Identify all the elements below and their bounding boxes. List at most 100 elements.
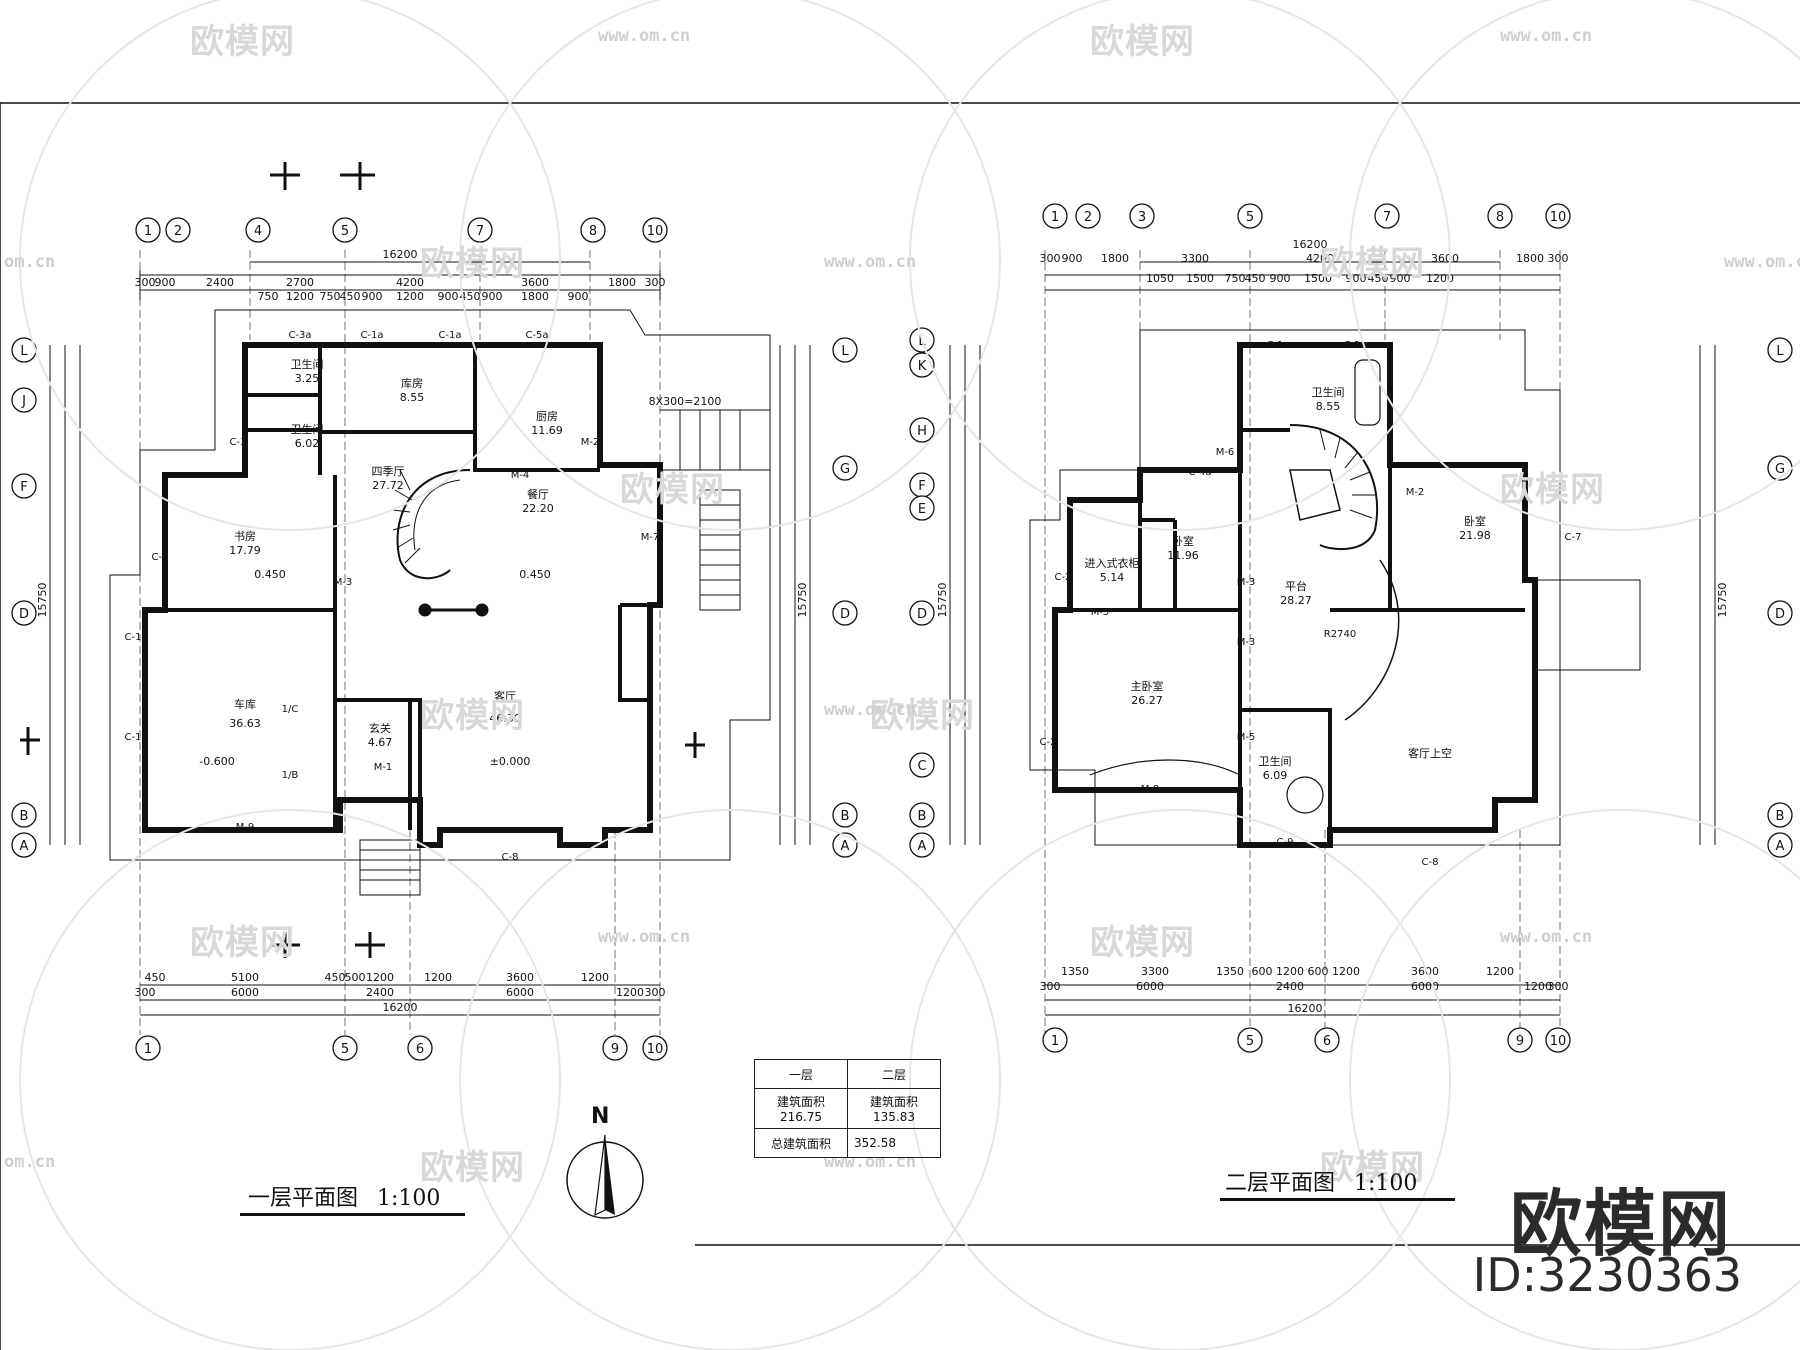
opening-label: C-1a xyxy=(1343,340,1366,351)
dim-text: 1200 xyxy=(1276,965,1304,978)
grid-label: D xyxy=(19,607,29,622)
opening-label: M-4 xyxy=(511,470,530,481)
dim-text: 15750 xyxy=(796,583,809,618)
exterior-wall-2 xyxy=(1052,342,1538,848)
opening-label: C-1a xyxy=(438,330,461,341)
dim-text: 1200 xyxy=(616,986,644,999)
grid-label: 6 xyxy=(416,1042,424,1057)
opening-label: M-3 xyxy=(1237,637,1256,648)
dim-text: 300 xyxy=(135,276,156,289)
dim-top-2 xyxy=(1045,261,1560,291)
dim-text: 16200 xyxy=(383,1001,418,1014)
dim-text: 2400 xyxy=(1276,980,1304,993)
room-name: 车库 xyxy=(234,697,256,711)
dim-text: 450 xyxy=(460,290,481,303)
dim-right-2 xyxy=(1699,345,1716,845)
dim-text: 750 xyxy=(1225,272,1246,285)
room-texts: 卫生间 3.25 卫生间 6.02 库房 8.55 厨房 11.69 四季厅 2… xyxy=(199,357,1490,782)
interior-wall xyxy=(165,345,650,830)
arc-platform xyxy=(1344,559,1400,721)
dim-text: 1200 xyxy=(581,971,609,984)
dim-text: 1200 xyxy=(1524,980,1552,993)
room-area: 8.55 xyxy=(1316,400,1341,413)
dim-text: 450 xyxy=(145,971,166,984)
second-floor-plan xyxy=(949,250,1716,1035)
grid-label: 1 xyxy=(1051,210,1059,225)
opening-label: C-5a xyxy=(525,330,548,341)
watermark-url: om.cn xyxy=(4,252,56,272)
room-name: 厨房 xyxy=(536,410,558,423)
watermark-url: www.om.cn xyxy=(598,927,691,947)
watermark-logo: 欧模网 xyxy=(870,696,975,736)
area-table-header: 二层 xyxy=(847,1059,941,1089)
dim-text: 900 xyxy=(1270,272,1291,285)
dim-text: 500 xyxy=(345,971,366,984)
watermark-pattern xyxy=(19,0,1800,1350)
plan-title-text: 一层平面图 xyxy=(248,1186,359,1211)
dim-text: 300 xyxy=(1548,980,1569,993)
room-name: 进入式衣柜 xyxy=(1085,556,1140,570)
dim-text: 3600 xyxy=(521,276,549,289)
dim-text: 16200 xyxy=(1293,238,1328,251)
grid-label: 5 xyxy=(341,1042,349,1057)
dim-text: 1050 xyxy=(1146,272,1174,285)
dim-text: 1800 xyxy=(608,276,636,289)
dim-text: 1500 xyxy=(1304,272,1332,285)
dim-right xyxy=(779,345,811,845)
dim-text: 2400 xyxy=(206,276,234,289)
dim-text: 6000 xyxy=(231,986,259,999)
roof-outline xyxy=(109,309,771,861)
opening-label: M-3 xyxy=(334,577,353,588)
opening-label: M-8 xyxy=(1141,784,1160,795)
grid-label: 7 xyxy=(1383,210,1391,225)
grid-label: C xyxy=(917,759,926,774)
level-mark: -0.600 xyxy=(199,755,234,768)
spiral-stair-2 xyxy=(1289,424,1379,551)
dim-text: 900 xyxy=(438,290,459,303)
opening-label: M-3 xyxy=(1237,577,1256,588)
grid-label: 10 xyxy=(1550,1034,1567,1049)
grid-label: 6 xyxy=(1323,1034,1331,1049)
watermark-brand: 欧模网 xyxy=(1509,1182,1732,1266)
dim-left xyxy=(49,345,81,845)
plan-title-first-floor: 一层平面图 1:100 xyxy=(248,1180,440,1212)
opening-label: C-4a xyxy=(1188,467,1211,478)
grid-label: 3 xyxy=(1138,210,1146,225)
dim-text: 1200 xyxy=(424,971,452,984)
opening-label: C-1 xyxy=(125,732,142,743)
grid-label: 9 xyxy=(611,1042,619,1057)
grid-label: 5 xyxy=(341,224,349,239)
room-area: 11.69 xyxy=(531,424,563,437)
dim-text: 450 xyxy=(1245,272,1266,285)
interior-wall-2 xyxy=(1070,428,1525,845)
exterior-wall xyxy=(142,342,663,848)
watermark-logo: 欧模网 xyxy=(1090,22,1195,62)
dim-text: 600 xyxy=(1252,965,1273,978)
dim-text: 450 xyxy=(325,971,346,984)
dim-text: 1800 xyxy=(1101,252,1129,265)
grid-bubbles xyxy=(11,203,1793,1061)
grid-label: D xyxy=(917,607,927,622)
room-name: 库房 xyxy=(401,377,423,390)
level-mark: 0.450 xyxy=(519,568,551,581)
dim-text: 1800 xyxy=(1516,252,1544,265)
area-table-cell: 建筑面积 135.83 xyxy=(847,1088,941,1129)
watermark-url: www.om.cn xyxy=(1500,927,1593,947)
dim-text: 750 xyxy=(320,290,341,303)
grid-label: L xyxy=(20,344,28,359)
watermark-logo: 欧模网 xyxy=(190,22,295,62)
grid-label: G xyxy=(840,462,850,477)
grid-label: L xyxy=(1776,344,1784,359)
dim-left-2 xyxy=(949,345,981,845)
watermark-url: om.cn xyxy=(4,1152,56,1172)
grid-label: 4 xyxy=(254,224,262,239)
room-area: 4.67 xyxy=(368,736,393,749)
room-area: 8.55 xyxy=(400,391,425,404)
room-area: 6.09 xyxy=(1263,769,1288,782)
dim-text: 4200 xyxy=(1306,252,1334,265)
opening-label: C-2 xyxy=(1055,572,1072,583)
room-area: 46.30 xyxy=(489,712,521,725)
opening-label: 1/B xyxy=(282,770,299,781)
dim-text: 1350 xyxy=(1216,965,1244,978)
dimension-texts: 16200 300 900 2400 2700 4200 3600 1800 3… xyxy=(36,238,1729,1015)
